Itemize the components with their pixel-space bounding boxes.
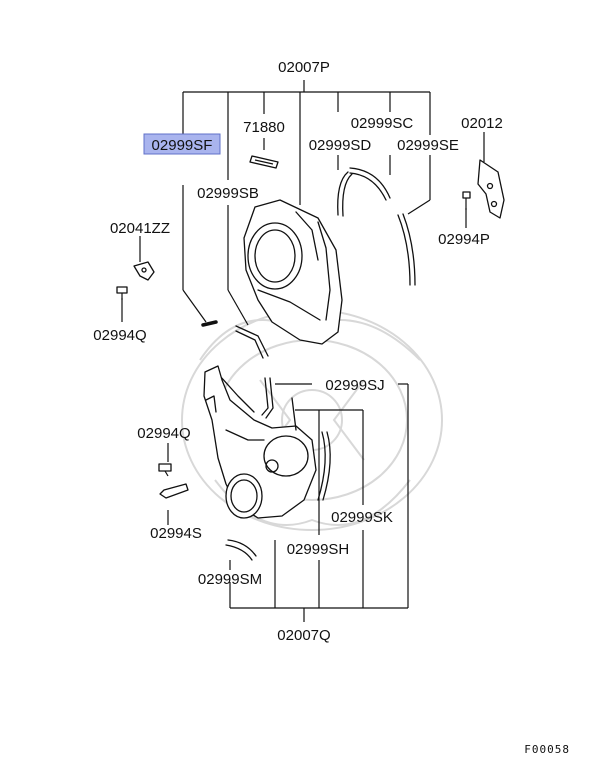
bolt-02994S[interactable]	[159, 483, 189, 499]
seal-02999SJ[interactable]	[219, 375, 274, 419]
seal-02999SH[interactable]	[291, 397, 297, 431]
bolt-02994P[interactable]	[462, 191, 471, 210]
clip-02041ZZ[interactable]	[133, 261, 155, 281]
seal-02999SB[interactable]	[235, 325, 269, 359]
label-02999SB[interactable]: 02999SB	[197, 185, 259, 202]
upper-callout-lines	[121, 80, 485, 326]
label-02007P[interactable]: 02007P	[278, 59, 330, 76]
seal-02999SD[interactable]	[337, 171, 353, 217]
label-02999SH[interactable]: 02999SH	[287, 541, 350, 558]
label-02994S[interactable]: 02994S	[150, 525, 202, 542]
label-02994Q-upper[interactable]: 02994Q	[93, 327, 146, 344]
part-71880-plate[interactable]	[249, 155, 279, 169]
label-02041ZZ[interactable]: 02041ZZ	[110, 220, 170, 237]
label-02994P[interactable]: 02994P	[438, 231, 490, 248]
bolt-02994Q-upper[interactable]	[116, 286, 128, 300]
seal-02999SC[interactable]	[349, 167, 391, 201]
label-02994Q-lower[interactable]: 02994Q	[137, 425, 190, 442]
lower-callout-lines	[167, 383, 409, 622]
seal-02999SM[interactable]	[225, 539, 257, 561]
label-02999SF[interactable]: 02999SF	[152, 137, 213, 154]
label-02012[interactable]: 02012	[461, 115, 503, 132]
label-02999SJ[interactable]: 02999SJ	[325, 377, 384, 394]
seal-02999SE[interactable]	[397, 213, 416, 286]
label-71880[interactable]: 71880	[243, 119, 285, 136]
upper-timing-cover[interactable]	[243, 199, 343, 345]
label-02007Q[interactable]: 02007Q	[277, 627, 330, 644]
highlight-02999SF	[143, 133, 221, 155]
lower-timing-cover[interactable]	[203, 365, 317, 519]
label-02999SK[interactable]: 02999SK	[331, 509, 393, 526]
label-02999SM[interactable]: 02999SM	[198, 571, 262, 588]
figure-code: F00058	[524, 743, 570, 756]
part-02012-bracket[interactable]	[477, 159, 505, 219]
label-02999SD[interactable]: 02999SD	[309, 137, 372, 154]
seal-02999SK[interactable]	[317, 431, 331, 501]
seal-02999SF[interactable]	[201, 320, 218, 327]
label-02999SC[interactable]: 02999SC	[351, 115, 414, 132]
bolt-02994Q-lower[interactable]	[158, 463, 172, 477]
label-02999SE[interactable]: 02999SE	[397, 137, 459, 154]
